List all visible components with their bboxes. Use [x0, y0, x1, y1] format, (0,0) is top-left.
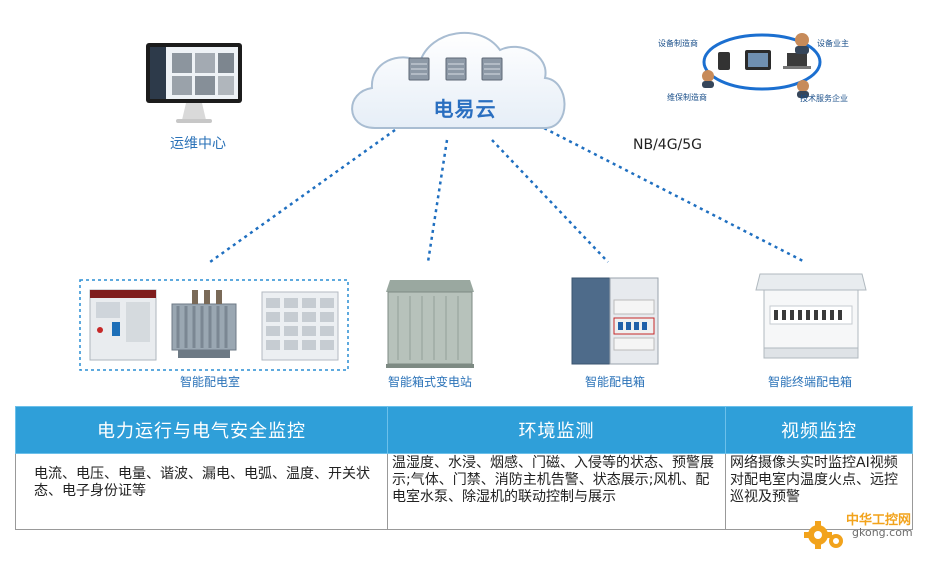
link-line-terminal-box [537, 123, 806, 264]
substation-room-frame [79, 279, 349, 371]
header-environment-monitoring: 环境监测 [387, 406, 726, 454]
monitor-icon [146, 43, 242, 123]
device-label-distribution-box: 智能配电箱 [584, 375, 645, 389]
box-substation-icon [386, 280, 474, 368]
maintenance-maker-label: 维保制造商 [667, 93, 707, 102]
cloud-title: 电易云 [433, 97, 497, 121]
header-power-monitoring: 电力运行与电气安全监控 [15, 406, 388, 454]
person-icon [702, 70, 714, 82]
watermark-brand: 中华工控网 [846, 513, 912, 528]
ops-center-label: 运维中心 [170, 136, 226, 152]
ecosystem-ring [702, 33, 822, 98]
terminal-box-icon [755, 273, 867, 359]
phone-icon [718, 52, 730, 70]
laptop-icon [787, 53, 807, 66]
cloud-icon [351, 32, 566, 129]
tech-service-label: 技术服务企业 [800, 94, 848, 103]
header-video-monitoring: 视频监控 [725, 406, 913, 454]
watermark-logo: 中华工控网 gkong.com [800, 505, 920, 559]
link-line-distribution-box [491, 139, 609, 263]
network-label: NB/4G/5G [633, 137, 703, 153]
connection-lines [209, 123, 806, 264]
table-header-row: 电力运行与电气安全监控 环境监测 视频监控 [15, 406, 913, 454]
transformer-icon [171, 290, 237, 358]
cell-video-monitoring: 网络摄像头实时监控AI视频对配电室内温度火点、远控巡视及预警 [725, 453, 913, 530]
device-label-box-substation: 智能箱式变电站 [387, 375, 472, 389]
watermark-site: gkong.com [852, 526, 913, 539]
system-diagram: 电易云 运维中心 NB/4G/5G 设备制造商 设备业主 维保制造商 技术服务企… [79, 32, 867, 389]
table-row: 电流、电压、电量、谐波、漏电、电弧、温度、开关状态、电子身份证等 温湿度、水浸、… [15, 453, 913, 530]
equipment-maker-label: 设备制造商 [658, 39, 698, 48]
device-label-terminal-box: 智能终端配电箱 [767, 375, 852, 389]
cabinet-icon [261, 291, 339, 361]
person-icon [797, 80, 809, 92]
person-icon [795, 33, 809, 47]
distribution-box-icon [571, 277, 659, 365]
diagram-graphics [79, 32, 867, 371]
link-line-box-substation [426, 139, 449, 263]
cell-power-monitoring: 电流、电压、电量、谐波、漏电、电弧、温度、开关状态、电子身份证等 [15, 453, 388, 530]
link-line-substation-room [209, 128, 396, 264]
device-label-substation-room: 智能配电室 [179, 375, 240, 389]
switchgear-icon [89, 289, 157, 361]
equipment-owner-label: 设备业主 [817, 39, 849, 48]
monitoring-table: 电力运行与电气安全监控 环境监测 视频监控 电流、电压、电量、谐波、漏电、电弧、… [15, 406, 913, 530]
cell-environment-monitoring: 温湿度、水浸、烟感、门磁、入侵等的状态、预警展示;气体、门禁、消防主机告警、状态… [387, 453, 726, 530]
gear-icon [804, 521, 843, 549]
